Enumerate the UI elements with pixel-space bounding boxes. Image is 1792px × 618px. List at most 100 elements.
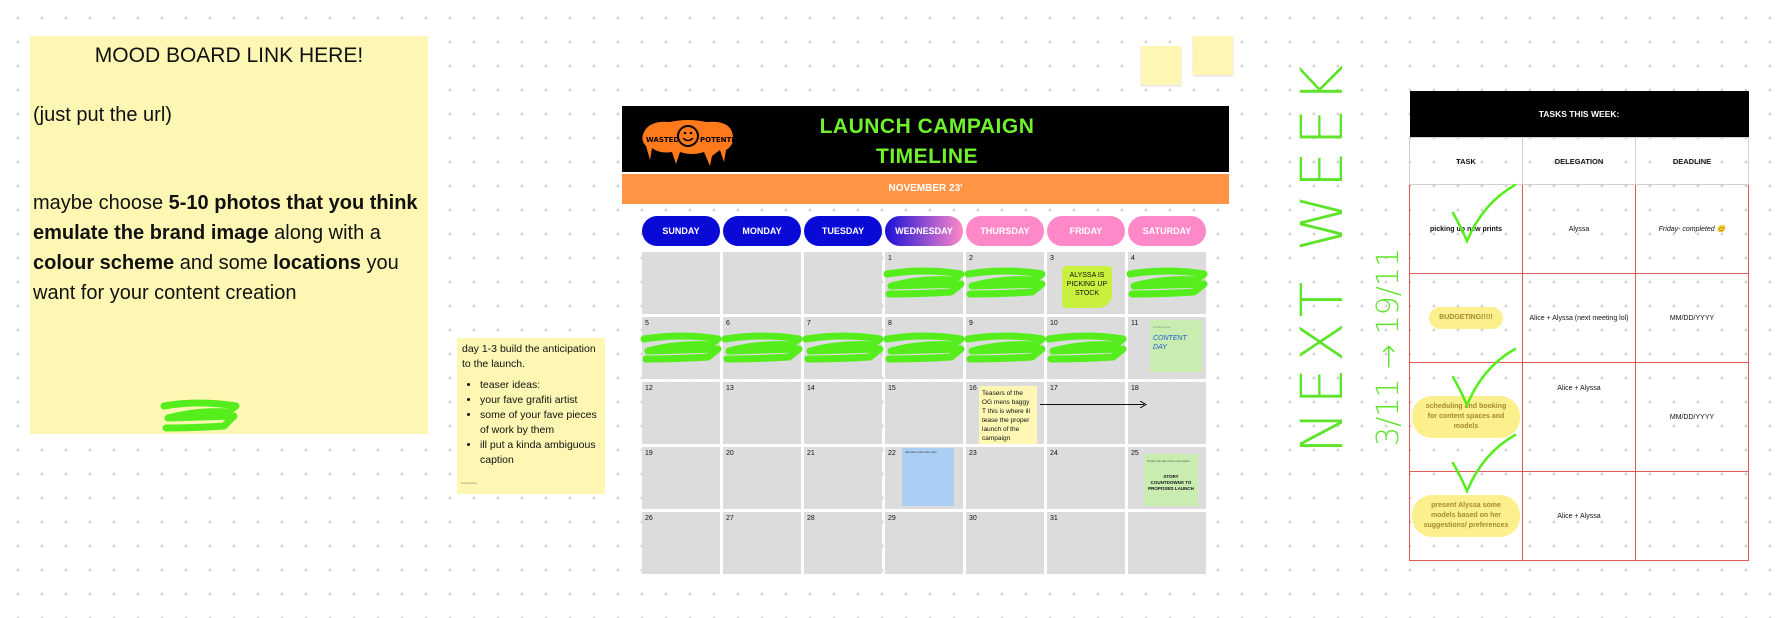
calendar-day-cell[interactable]: 4 [1126, 252, 1208, 314]
date-range-handwriting[interactable]: 3/11 → 19/11 [1371, 247, 1406, 446]
calendar-day-cell[interactable]: 1 [883, 252, 965, 314]
table-cell-deadline[interactable]: Friday- completed 😊 [1635, 184, 1749, 274]
calendar-day-cell[interactable] [723, 252, 801, 314]
day-number: 4 [1131, 255, 1135, 262]
green-marker-strike [883, 267, 965, 298]
day-number: 14 [807, 385, 815, 392]
table-cell-task[interactable]: BUDGETING!!!!! [1409, 273, 1523, 363]
day-number: 17 [1050, 385, 1058, 392]
calendar-day-cell[interactable]: 18 [1128, 382, 1206, 444]
day-number: 9 [969, 320, 973, 327]
day-number: 20 [726, 450, 734, 457]
brand-logo: WASTED POTENTIAL [642, 120, 736, 166]
green-marker-strike [802, 332, 884, 363]
calendar-day-cell[interactable]: 10 [1045, 317, 1127, 379]
teaser-item: your fave grafiti artist [480, 393, 600, 408]
teaser-item: some of your fave pieces of work by them [480, 408, 600, 438]
mood-note-subtitle: (just put the url) [33, 104, 172, 126]
calendar-day-cell[interactable]: 27 [723, 512, 801, 574]
calendar-day-cell[interactable]: 30 [966, 512, 1044, 574]
table-cell-delegation[interactable]: Alice + Alyssa [1522, 471, 1636, 561]
green-marker-strike [964, 332, 1046, 363]
day-number: 13 [726, 385, 734, 392]
day-number: 28 [807, 515, 815, 522]
checkmark-icon [1451, 347, 1517, 409]
table-cell-deadline[interactable] [1635, 471, 1749, 561]
day-number: 18 [1131, 385, 1139, 392]
day-number: 21 [807, 450, 815, 457]
day-number: 19 [645, 450, 653, 457]
blue-note[interactable]: Alternative teaser idea notes [902, 448, 954, 506]
next-week-handwriting[interactable]: NEXT WEEK [1288, 58, 1356, 454]
day-number: 3 [1050, 255, 1054, 262]
calendar-day-cell[interactable]: 20 [723, 447, 801, 509]
calendar-day-cell[interactable]: 23 [966, 447, 1044, 509]
tasks-title: TASKS THIS WEEK: [1409, 91, 1749, 138]
day-number: 2 [969, 255, 973, 262]
calendar-day-cell[interactable]: 15 [885, 382, 963, 444]
day-number: 29 [888, 515, 896, 522]
calendar-month: NOVEMBER 23' [622, 174, 1229, 204]
calendar-day-cell[interactable] [1128, 512, 1206, 574]
calendar-day-cell[interactable]: 17 [1047, 382, 1125, 444]
calendar-day-cell[interactable]: 13 [723, 382, 801, 444]
col-delegation-header: DELEGATION [1522, 137, 1636, 185]
green-marker-strike [964, 267, 1046, 298]
calendar-day-cell[interactable]: 6 [721, 317, 803, 379]
launch-calendar[interactable]: WASTED POTENTIAL LAUNCH CAMPAIGN TIMELIN… [622, 106, 1229, 586]
table-cell-delegation[interactable]: Alyssa [1522, 184, 1636, 274]
table-cell-deadline[interactable]: MM/DD/YYYY [1635, 273, 1749, 363]
arrow-head-icon [1140, 401, 1147, 408]
teasers-og-note[interactable]: Teasers of the OG mens baggy T this is w… [979, 386, 1037, 444]
calendar-day-cell[interactable] [642, 252, 720, 314]
calendar-day-cell[interactable]: 8 [883, 317, 965, 379]
day-number: 11 [1131, 320, 1139, 327]
day-number: 8 [888, 320, 892, 327]
day-header-sunday: SUNDAY [642, 216, 720, 246]
green-scribble-sticker[interactable] [158, 398, 242, 432]
calendar-day-cell[interactable] [804, 252, 882, 314]
table-cell-task[interactable]: present Alyssa some models based on her … [1409, 471, 1523, 561]
calendar-day-cell[interactable]: 29 [885, 512, 963, 574]
green-marker-strike [1045, 332, 1127, 363]
calendar-day-cell[interactable]: 2 [964, 252, 1046, 314]
day-number: 25 [1131, 450, 1139, 457]
day-number: 31 [1050, 515, 1058, 522]
svg-text:POTENTIAL: POTENTIAL [700, 136, 736, 144]
mood-note-title: MOOD BOARD LINK HERE! [94, 44, 364, 67]
small-sticky-note[interactable] [1193, 36, 1233, 75]
tasks-table[interactable]: TASKS THIS WEEK: TASK DELEGATION DEADLIN… [1409, 91, 1749, 561]
content-day-note[interactable]: Content note CONTENT DAY [1150, 320, 1202, 372]
calendar-day-cell[interactable]: 14 [804, 382, 882, 444]
day-number: 30 [969, 515, 977, 522]
day-number: 6 [726, 320, 730, 327]
alyssa-stock-note[interactable]: ALYSSA IS PICKING UP STOCK [1062, 266, 1112, 308]
table-cell-delegation[interactable]: Alice + Alyssa (next meeting lol) [1522, 273, 1636, 363]
mood-note-body: maybe choose 5-10 photos that you think … [33, 192, 418, 304]
day-header-thursday: THURSDAY [966, 216, 1044, 246]
calendar-day-cell[interactable]: 19 [642, 447, 720, 509]
day-header-wednesday: WEDNESDAY [885, 216, 963, 246]
mood-board-note[interactable]: MOOD BOARD LINK HERE! (just put the url)… [30, 36, 428, 434]
green-marker-strike [1126, 267, 1208, 298]
calendar-day-cell[interactable]: 26 [642, 512, 720, 574]
calendar-day-cell[interactable]: 28 [804, 512, 882, 574]
col-task-header: TASK [1409, 137, 1523, 185]
calendar-header: WASTED POTENTIAL LAUNCH CAMPAIGN TIMELIN… [622, 106, 1229, 172]
calendar-day-cell[interactable]: 21 [804, 447, 882, 509]
day-header-friday: FRIDAY [1047, 216, 1125, 246]
calendar-day-cell[interactable]: 7 [802, 317, 884, 379]
table-cell-task[interactable]: picking up new prints [1409, 184, 1523, 274]
teaser-ideas-note[interactable]: day 1-3 build the anticipation to the la… [457, 338, 605, 494]
calendar-day-cell[interactable]: 5 [640, 317, 722, 379]
calendar-day-cell[interactable]: 12 [642, 382, 720, 444]
table-cell-delegation[interactable]: Alice + Alyssa [1522, 362, 1636, 472]
countdown-note[interactable]: Small note about the countdown STORY COU… [1144, 454, 1198, 506]
calendar-day-cell[interactable]: 9 [964, 317, 1046, 379]
calendar-day-cell[interactable]: 24 [1047, 447, 1125, 509]
green-marker-strike [721, 332, 803, 363]
calendar-day-cell[interactable]: 31 [1047, 512, 1125, 574]
table-cell-deadline[interactable]: MM/DD/YYYY [1635, 362, 1749, 472]
small-sticky-note[interactable] [1141, 46, 1181, 85]
green-marker-strike [640, 332, 722, 363]
